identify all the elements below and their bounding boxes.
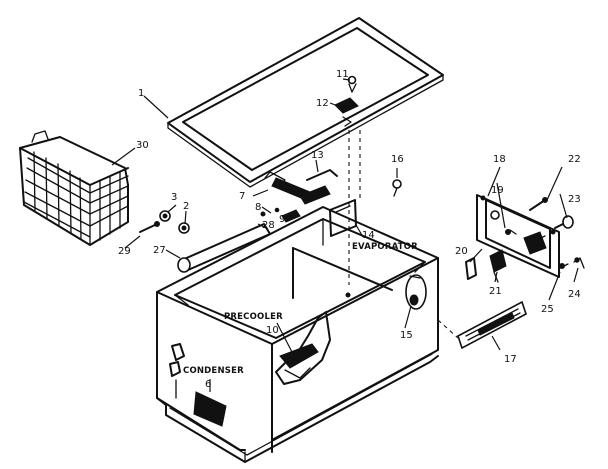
fittings-2-3 (159, 210, 190, 234)
part-number-7: 7 (239, 191, 245, 202)
part-number-9: 9 (279, 214, 285, 225)
screws-24-25 (559, 257, 585, 269)
part-number-30: 30 (136, 140, 149, 151)
part-number-24: 24 (568, 289, 581, 300)
screw-29 (139, 221, 160, 233)
part-number-11: 11 (336, 69, 349, 80)
part-number-28: 28 (262, 220, 275, 231)
part-number-8: 8 (255, 202, 261, 213)
part-number-22: 22 (568, 154, 581, 165)
part-number-labels: 1 30 3 2 29 27 7 8 9 28 13 11 12 14 EVAP… (118, 69, 581, 390)
part-number-15: 15 (400, 330, 413, 341)
part-number-29: 29 (118, 246, 131, 257)
part-number-17: 17 (504, 354, 517, 365)
part-number-23: 23 (568, 194, 581, 205)
part-number-16: 16 (391, 154, 404, 165)
part-number-14: 14 (362, 230, 375, 241)
screw-16 (392, 179, 402, 197)
cabinet-body (156, 206, 439, 463)
part-number-25: 25 (541, 304, 554, 315)
part-number-18: 18 (493, 154, 506, 165)
lid-latch-assembly (334, 75, 359, 127)
switch-20-21 (465, 249, 507, 283)
part-number-19: 19 (491, 185, 504, 196)
condenser-grille (193, 391, 227, 427)
cabinet-front-details (169, 343, 185, 399)
evaporator-plate (329, 130, 361, 298)
part-number-13: 13 (311, 150, 324, 161)
front-grille-panel (437, 300, 527, 350)
label-precooler: PRECOOLER (224, 312, 283, 322)
part-number-6: 6 (205, 379, 211, 390)
label-evaporator: EVAPORATOR (352, 242, 418, 252)
drain-tube-27 (177, 223, 271, 273)
part-number-21: 21 (489, 286, 502, 297)
part-number-20: 20 (455, 246, 468, 257)
control-backplate (476, 194, 560, 278)
part-number-27: 27 (153, 245, 166, 256)
precooler-coil (275, 311, 331, 385)
part-number-2: 2 (183, 201, 189, 212)
fastener-19 (505, 229, 517, 235)
part-number-3: 3 (171, 192, 177, 203)
wire-basket (19, 130, 129, 246)
part-number-12: 12 (316, 98, 329, 109)
part-number-1: 1 (138, 88, 144, 99)
screws-22-23 (529, 197, 574, 229)
lid-frame (167, 17, 444, 188)
leader-lines (111, 78, 579, 392)
drain-plug-15 (405, 274, 427, 310)
part-number-10: 10 (266, 325, 279, 336)
hinge-13 (299, 169, 338, 205)
label-condenser: CONDENSER (183, 366, 244, 376)
